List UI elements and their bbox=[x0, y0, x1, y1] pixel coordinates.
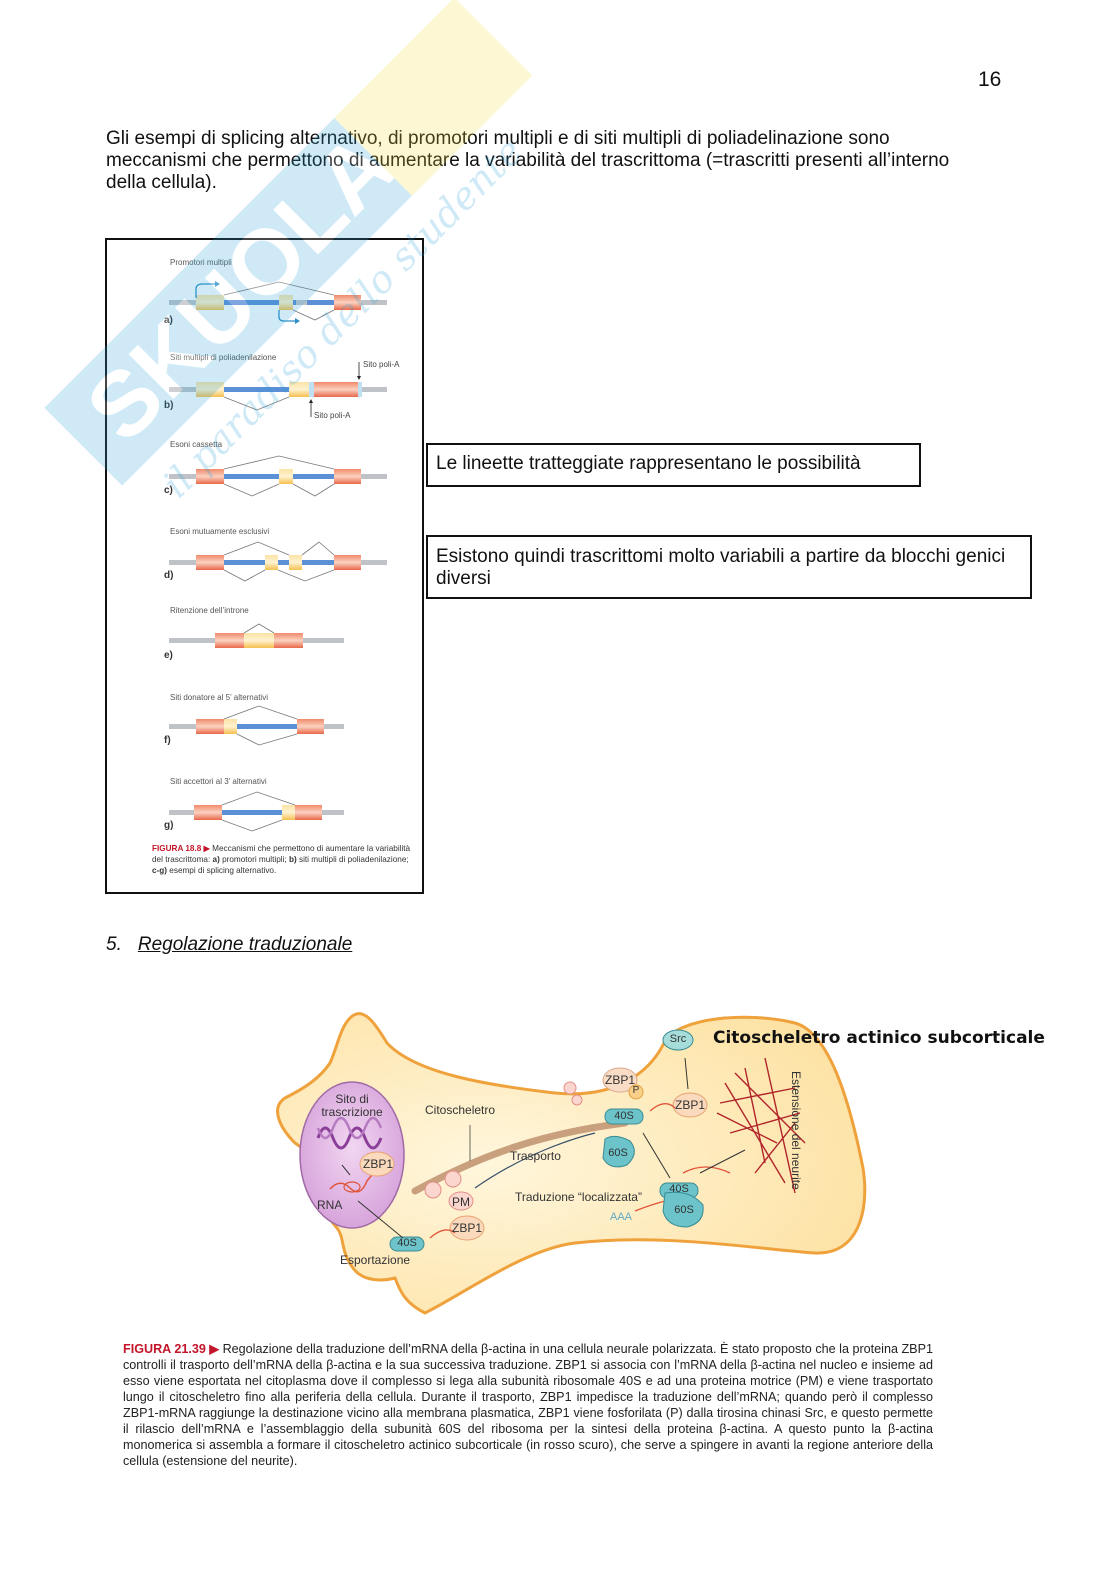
label-local-translation: Traduzione “localizzata” bbox=[515, 1190, 642, 1204]
intro-paragraph: Gli esempi di splicing alternativo, di p… bbox=[106, 128, 950, 193]
promoter-arrow-icon bbox=[195, 283, 215, 298]
label-zbp1: ZBP1 bbox=[674, 1098, 705, 1112]
label-neurite-extension: Estensione del neurite bbox=[789, 1071, 803, 1190]
label-transport: Trasporto bbox=[510, 1149, 561, 1163]
caption-label: c-g) bbox=[152, 866, 168, 875]
caption-text: esempi di splicing alternativo. bbox=[167, 866, 277, 875]
panel-a-gene bbox=[169, 281, 387, 324]
figure-title-subcortical-actin: Citoscheletro actinico subcorticale bbox=[713, 1028, 1045, 1048]
panel-e-letter: e) bbox=[164, 650, 173, 661]
transport-arrow-icon bbox=[474, 1132, 596, 1189]
page-number: 16 bbox=[978, 68, 1002, 91]
label-40s: 40S bbox=[397, 1237, 417, 1249]
promoter-arrow-icon bbox=[278, 310, 295, 322]
label-poly-a-tail: AAA bbox=[610, 1211, 633, 1223]
label-rna: RNA bbox=[317, 1198, 343, 1212]
panel-e-title: Ritenzione dell’introne bbox=[170, 606, 249, 615]
figure-tag: FIGURA 21.39 ▶ bbox=[123, 1342, 220, 1356]
panel-e-gene bbox=[169, 623, 344, 648]
ribosome-40s bbox=[389, 1236, 425, 1252]
zbp1-protein bbox=[602, 1067, 638, 1093]
ribosome-60s bbox=[602, 1135, 635, 1168]
splicing-diagram bbox=[169, 281, 387, 832]
ribosome-60s bbox=[662, 1191, 704, 1228]
nucleus bbox=[299, 1081, 405, 1229]
panel-d-title: Esoni mutuamente esclusivi bbox=[170, 527, 270, 536]
caption-label: b) bbox=[288, 855, 297, 864]
panel-c-title: Esoni cassetta bbox=[170, 440, 223, 449]
exon bbox=[279, 295, 293, 310]
label-60s: 60S bbox=[608, 1147, 628, 1159]
label-phosphate: P bbox=[632, 1085, 640, 1096]
note-dashed-lines: Le lineette tratteggiate rappresentano l… bbox=[426, 443, 921, 487]
section-title: Regolazione traduzionale bbox=[137, 934, 353, 955]
panel-a-letter: a) bbox=[164, 315, 173, 326]
exon bbox=[334, 295, 361, 310]
cytoskeleton-fiber bbox=[411, 1119, 629, 1195]
label-zbp1: ZBP1 bbox=[362, 1157, 393, 1171]
label-transcription-site: Sito di trascrizione bbox=[321, 1092, 383, 1119]
label-40s: 40S bbox=[614, 1110, 634, 1122]
caption-text: Meccanismi che permettono di aumentare l… bbox=[152, 844, 411, 864]
zbp1-protein bbox=[672, 1092, 708, 1118]
zbp1-protein bbox=[359, 1151, 395, 1177]
zbp1-protein bbox=[449, 1215, 485, 1241]
panel-d-gene bbox=[169, 541, 387, 582]
panel-f-gene bbox=[169, 705, 344, 746]
panel-b-gene bbox=[169, 362, 387, 417]
label-40s: 40S bbox=[669, 1183, 689, 1195]
section-number: 5. bbox=[106, 934, 122, 955]
panel-b-title: Siti multipli di poliadenilazione bbox=[170, 353, 277, 362]
exon bbox=[196, 295, 224, 310]
panel-f-title: Siti donatore al 5’ alternativi bbox=[170, 693, 268, 702]
src-kinase bbox=[662, 1029, 694, 1051]
poly-a-site-label: Sito poli-A bbox=[314, 411, 351, 420]
panel-c-letter: c) bbox=[164, 485, 173, 496]
caption-text: Regolazione della traduzione dell’mRNA d… bbox=[123, 1342, 933, 1468]
panel-a-title: Promotori multipli bbox=[170, 258, 232, 267]
panel-g-letter: g) bbox=[164, 820, 174, 831]
label-pm: PM bbox=[452, 1195, 470, 1209]
figure-18-8: Promotori multipli a) Siti multipli di p… bbox=[105, 238, 424, 894]
label-zbp1: ZBP1 bbox=[451, 1221, 482, 1235]
dna-helix-icon bbox=[316, 1126, 383, 1150]
panel-g-title: Siti accettori al 3’ alternativi bbox=[170, 777, 267, 786]
label-export: Esportazione bbox=[340, 1253, 411, 1267]
figure-21-39-caption: FIGURA 21.39 ▶ Regolazione della traduzi… bbox=[123, 1341, 933, 1469]
label-cytoskeleton: Citoscheletro bbox=[425, 1103, 496, 1117]
figure-tag: FIGURA 18.8 ▶ bbox=[152, 844, 210, 853]
caption-text: promotori multipli; bbox=[219, 855, 289, 864]
panel-b-letter: b) bbox=[164, 400, 174, 411]
label-zbp1: ZBP1 bbox=[604, 1073, 635, 1087]
panel-c-gene bbox=[169, 455, 387, 497]
note-variable-transcriptomes: Esistono quindi trascrittomi molto varia… bbox=[426, 535, 1032, 599]
neuron-diagram bbox=[276, 1012, 867, 1315]
actin-network bbox=[716, 1057, 806, 1194]
figure-21-39: Citoscheletro actinico subcorticale Sito… bbox=[105, 993, 1045, 1333]
figure-18-8-caption: FIGURA 18.8 ▶ Meccanismi che permettono … bbox=[152, 843, 417, 876]
caption-text: siti multipli di poliadenilazione; bbox=[296, 855, 409, 864]
caption-label: a) bbox=[212, 855, 220, 864]
ribosome-40s bbox=[604, 1108, 644, 1125]
label-src: Src bbox=[669, 1033, 687, 1045]
panel-f-letter: f) bbox=[164, 735, 171, 746]
panel-g-gene bbox=[169, 791, 344, 832]
poly-a-site-label: Sito poli-A bbox=[363, 360, 400, 369]
label-60s: 60S bbox=[674, 1204, 694, 1216]
panel-d-letter: d) bbox=[164, 570, 174, 581]
section-heading: 5. Regolazione traduzionale bbox=[106, 934, 352, 956]
